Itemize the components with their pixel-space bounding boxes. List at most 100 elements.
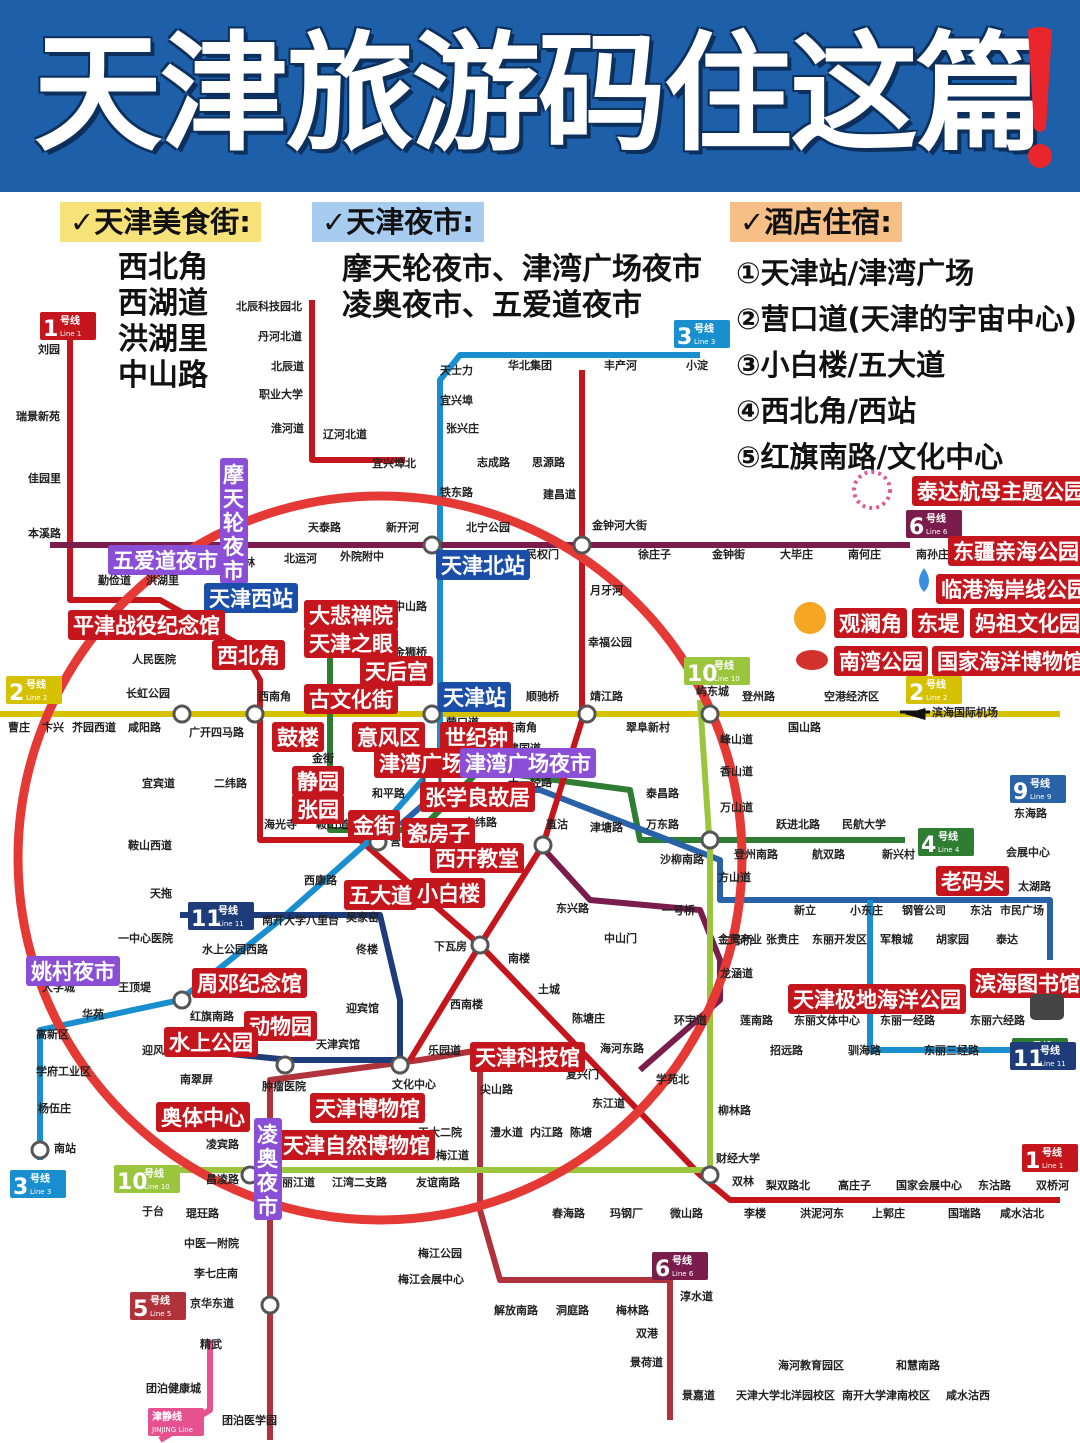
attraction-label: 津湾广场夜市	[460, 748, 596, 778]
attraction-label: 天津西站	[204, 583, 298, 613]
attraction-label-text: 天津科技馆	[475, 1046, 580, 1070]
attraction-label: 天后宫	[360, 656, 433, 686]
station-label: 北辰科技园北	[236, 299, 302, 313]
food-item: 西北角	[118, 250, 208, 285]
attraction-label-text: 天津极地海洋公园	[793, 988, 961, 1012]
station-label: 泰达	[995, 932, 1018, 946]
station-label: 登州路	[741, 689, 776, 703]
attraction-label-text: 水上公园	[169, 1031, 253, 1055]
attraction-label-text: 东疆亲海公园	[953, 540, 1079, 564]
attraction-label-text: 世纪钟	[445, 726, 508, 750]
station-label: 海河教育园区	[778, 1358, 844, 1372]
station-label: 二号桥	[720, 933, 754, 947]
station-label: 洞庭路	[556, 1303, 590, 1317]
station-label: 下瓦房	[434, 939, 467, 953]
station-label: 学苑北	[656, 1072, 689, 1086]
metro-line-3	[37, 352, 700, 1160]
exclamation-icon	[1028, 27, 1052, 168]
station-label: 新立	[794, 903, 816, 917]
station-label: 金钟街	[711, 547, 745, 561]
line-en: Line 3	[30, 1188, 51, 1196]
station-label: 东兴路	[556, 901, 590, 915]
attraction-label-text: 平津战役纪念馆	[73, 614, 220, 638]
station-label: 徐庄子	[637, 547, 671, 561]
hotel-item: ③小白楼/五大道	[736, 348, 946, 382]
attraction-label: 西北角	[212, 640, 285, 670]
station-label: 方山道	[718, 870, 751, 884]
station-label: 驯海路	[848, 1043, 882, 1057]
station-label: 东丽一经路	[880, 1013, 936, 1027]
line-sub: 号线	[926, 678, 946, 691]
station-label: 西南角	[258, 689, 291, 703]
attraction-label: 五爱道夜市	[108, 545, 223, 575]
interchange-marker	[275, 1055, 295, 1075]
station-label: 金街	[311, 751, 334, 765]
attraction-label: 周邓纪念馆	[192, 968, 307, 998]
svg-text:轮: 轮	[223, 511, 244, 535]
attraction-label-text: 意风区	[357, 726, 420, 750]
station-label: 志成路	[477, 455, 511, 469]
station-label: 万山道	[719, 800, 753, 814]
station-label: 顺驰桥	[526, 689, 560, 703]
station-label: 莲南路	[740, 1013, 774, 1027]
station-label: 航双路	[812, 847, 846, 861]
station-label: 长虹公园	[126, 686, 170, 700]
station-label: 南翠屏	[180, 1072, 213, 1086]
station-label: 金贸产业	[717, 932, 762, 946]
station-label: 瑞景新苑	[16, 409, 60, 423]
station-label: 香山道	[719, 764, 753, 778]
station-label: 南楼	[508, 951, 530, 965]
station-label: 外院附中	[339, 549, 384, 563]
station-label: 广开四马路	[189, 725, 245, 739]
line-sub: 津静线	[152, 1410, 182, 1423]
line-en: Line 2	[26, 694, 47, 702]
camera-icon	[1030, 994, 1064, 1020]
line-number: 2	[909, 681, 924, 706]
line-en: Line 9	[1030, 793, 1051, 801]
line-number: 9	[1013, 780, 1028, 805]
attraction-label: 奥体中心	[156, 1102, 250, 1132]
line-en: Line 2	[926, 694, 947, 702]
station-label: 梨双路北	[765, 1178, 810, 1192]
line-number: 5	[133, 1297, 148, 1322]
station-label: 春海路	[552, 1206, 586, 1220]
station-label: 精武	[200, 1337, 222, 1351]
interchange-marker	[577, 704, 597, 724]
station-label: 东江道	[592, 1096, 625, 1110]
station-label: 小东庄	[849, 903, 883, 917]
attraction-label: 国家海洋博物馆	[932, 646, 1080, 676]
night-line: 凌奥夜市、五爱道夜市	[342, 288, 642, 323]
station-label: 双港	[636, 1326, 659, 1340]
station-label: 一号桥	[662, 903, 696, 917]
svg-text:天: 天	[223, 487, 245, 511]
svg-text:夜: 夜	[222, 535, 245, 559]
station-label: 陈塘庄	[572, 1011, 605, 1025]
attraction-label: 西开教堂	[430, 843, 524, 873]
station-label: 东沽	[970, 903, 992, 917]
attraction-label: 古文化街	[304, 684, 398, 714]
station-label: 财经大学	[715, 1151, 760, 1165]
station-label: 南站	[54, 1141, 76, 1155]
line-sub: 号线	[938, 830, 958, 843]
station-label: 玛钢厂	[610, 1206, 643, 1220]
station-label: 华苑	[82, 1007, 104, 1021]
attraction-label-text: 南湾公园	[839, 650, 923, 674]
station-label: 民航大学	[842, 817, 886, 831]
station-label: 水上公园西路	[202, 942, 269, 956]
line-sub: 号线	[694, 322, 714, 335]
station-label: 于台	[142, 1204, 164, 1218]
station-label: 景嘉道	[681, 1388, 715, 1402]
attraction-label-text: 奥体中心	[161, 1106, 245, 1130]
highlight-circle	[13, 491, 747, 1225]
station-label: 友谊南路	[416, 1175, 461, 1189]
metro-line-1	[309, 300, 405, 463]
line-number: 11	[191, 907, 222, 932]
station-label: 太湖路	[1017, 879, 1052, 893]
line-number: 1	[1025, 1149, 1040, 1174]
line-number: 6	[909, 515, 924, 540]
attraction-label-text: 静园	[297, 770, 339, 794]
station-label: 辽河北道	[323, 427, 367, 441]
